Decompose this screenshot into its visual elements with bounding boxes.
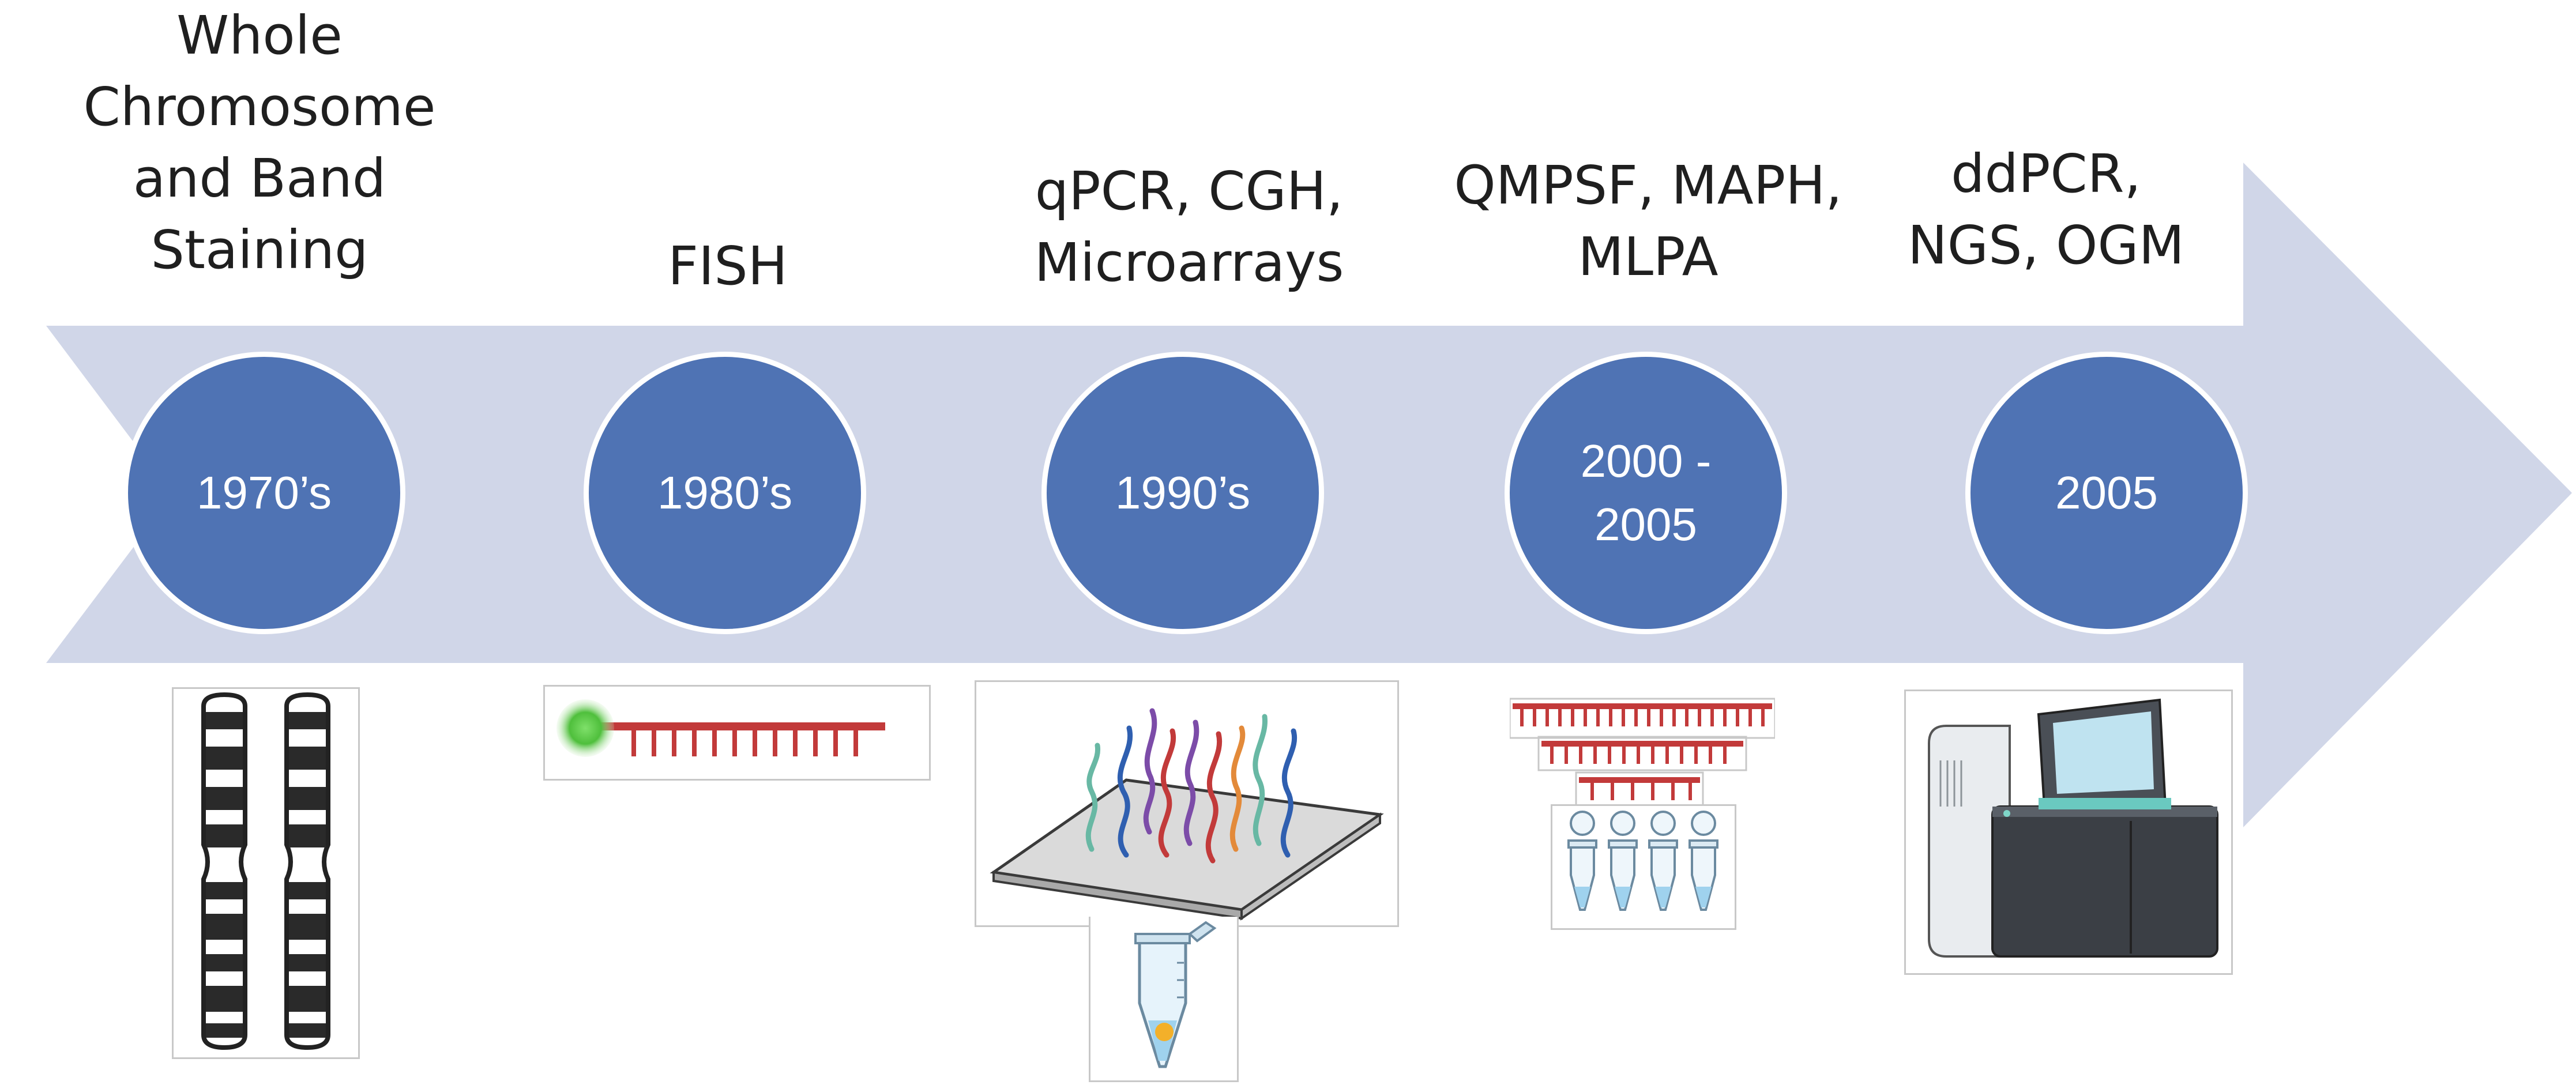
era-circle-1990s: 1990’s <box>1041 352 1324 634</box>
method-label-1990s: qPCR, CGH, Microarrays <box>1034 160 1344 293</box>
era-circle-2005: 2005 <box>1965 352 2248 634</box>
probe-ladder-icon <box>1509 698 1776 807</box>
fluorescent-probe-icon <box>556 699 885 757</box>
era-circle-1970s: 1970’s <box>123 352 405 634</box>
pcr-tube-icon <box>1134 921 1217 1068</box>
method-label-1980s: FISH <box>668 235 788 297</box>
fluorescent-probe-illustration <box>543 685 931 781</box>
method-label-1970s: Whole Chromosome and Band Staining <box>83 5 436 281</box>
method-label-2005: ddPCR, NGS, OGM <box>1907 143 2185 276</box>
sequencer-icon <box>1928 698 2218 958</box>
pcr-tubes-card <box>1551 804 1736 930</box>
chromosome-icon <box>201 692 330 1050</box>
multiplex-probes-illustration <box>1509 692 1776 807</box>
pcr-tube-card <box>1089 917 1239 1082</box>
microarray-icon <box>990 708 1384 921</box>
era-circle-2000-2005: 2000 - 2005 <box>1505 352 1787 634</box>
microarray-slide-illustration <box>975 680 1399 927</box>
pcr-tube-strip-icon <box>1567 811 1718 911</box>
sequencing-instrument-illustration <box>1904 690 2233 975</box>
era-circle-1980s: 1980’s <box>584 352 866 634</box>
method-label-2000-2005: QMPSF, MAPH, MLPA <box>1454 155 1842 288</box>
banded-chromosomes-illustration <box>172 687 360 1059</box>
